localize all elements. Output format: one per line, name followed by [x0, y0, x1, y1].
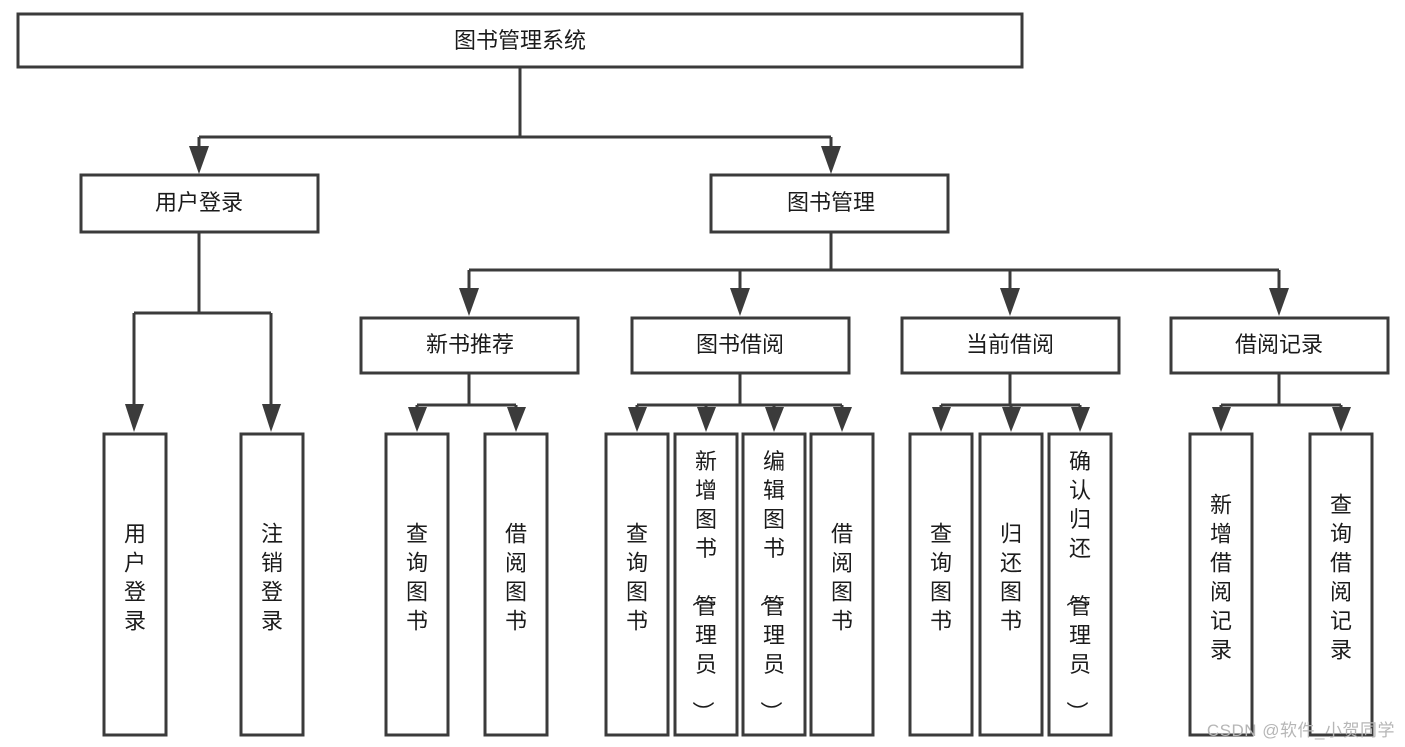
node-leaf-add-record[interactable]: 新增借阅记录 [1188, 432, 1254, 737]
node-leaf-query-record-label: 查询借阅记录 [1330, 493, 1352, 663]
arrowhead-leaf-user-login [125, 404, 144, 432]
arrowhead-leaf-add-book [697, 407, 716, 432]
node-book-borrow-label: 图书借阅 [696, 332, 784, 357]
node-book-borrow[interactable]: 图书借阅 [630, 316, 851, 375]
node-leaf-borrow-book-1-label: 借阅图书 [505, 522, 527, 634]
arrowhead-leaf-borrow-book-1 [507, 407, 526, 432]
node-root-label: 图书管理系统 [454, 28, 586, 53]
node-leaf-borrow-book-2-label: 借阅图书 [831, 522, 853, 634]
node-borrow-record-box[interactable] [1169, 316, 1390, 375]
arrowhead-leaf-logout [262, 404, 281, 432]
node-leaf-confirm-return-label: 确认归还（管理员） [1064, 449, 1091, 723]
node-leaf-confirm-return[interactable]: 确认归还（管理员） [1047, 432, 1113, 737]
arrowhead-leaf-query-book-3 [932, 407, 951, 432]
node-leaf-query-record[interactable]: 查询借阅记录 [1308, 432, 1374, 737]
node-root-box[interactable] [16, 12, 1024, 69]
node-book-manage[interactable]: 图书管理 [709, 173, 950, 234]
node-book-manage-box[interactable] [709, 173, 950, 234]
arrowhead-book-borrow [730, 288, 750, 316]
node-leaf-add-record-box[interactable] [1188, 432, 1254, 737]
node-leaf-borrow-book-2-box[interactable] [809, 432, 875, 737]
node-leaf-query-book-1[interactable]: 查询图书 [384, 432, 450, 737]
node-current-borrow-box[interactable] [900, 316, 1121, 375]
node-user-login-box[interactable] [79, 173, 320, 234]
node-leaf-add-book[interactable]: 新增图书（管理员） [673, 432, 739, 737]
node-leaf-query-book-1-box[interactable] [384, 432, 450, 737]
arrowhead-borrow-record [1269, 288, 1289, 316]
node-root[interactable]: 图书管理系统 [16, 12, 1024, 69]
node-new-book-rec-label: 新书推荐 [426, 332, 514, 357]
node-leaf-confirm-return-box[interactable] [1047, 432, 1113, 737]
node-leaf-edit-book-label: 编辑图书（管理员） [758, 449, 785, 723]
node-leaf-query-book-1-label: 查询图书 [406, 522, 428, 634]
arrowhead-leaf-query-book-1 [408, 407, 427, 432]
node-user-login-label: 用户登录 [155, 190, 243, 215]
arrowhead-leaf-borrow-book-2 [833, 407, 852, 432]
node-borrow-record-label: 借阅记录 [1235, 332, 1323, 357]
node-leaf-add-record-label: 新增借阅记录 [1210, 493, 1232, 663]
node-leaf-user-login-box[interactable] [102, 432, 168, 737]
node-leaf-query-book-3-box[interactable] [908, 432, 974, 737]
arrowhead-leaf-add-record [1212, 407, 1231, 432]
node-leaf-borrow-book-1[interactable]: 借阅图书 [483, 432, 549, 737]
node-leaf-query-book-2-label: 查询图书 [626, 522, 648, 634]
arrowhead-user-login [189, 146, 209, 174]
node-leaf-query-book-3-label: 查询图书 [930, 522, 952, 634]
node-leaf-edit-book[interactable]: 编辑图书（管理员） [741, 432, 807, 737]
node-leaf-borrow-book-2[interactable]: 借阅图书 [809, 432, 875, 737]
node-leaf-query-book-2-box[interactable] [604, 432, 670, 737]
node-book-borrow-box[interactable] [630, 316, 851, 375]
node-leaf-borrow-book-1-box[interactable] [483, 432, 549, 737]
arrowhead-leaf-query-record [1332, 407, 1351, 432]
node-leaf-add-book-box[interactable] [673, 432, 739, 737]
node-leaf-query-book-3[interactable]: 查询图书 [908, 432, 974, 737]
node-new-book-rec[interactable]: 新书推荐 [359, 316, 580, 375]
node-borrow-record[interactable]: 借阅记录 [1169, 316, 1390, 375]
node-leaf-return-book[interactable]: 归还图书 [978, 432, 1044, 737]
node-leaf-user-login[interactable]: 用户登录 [102, 432, 168, 737]
node-leaf-logout-label: 注销登录 [261, 522, 283, 634]
node-leaf-return-book-label: 归还图书 [1000, 522, 1022, 634]
node-leaf-edit-book-box[interactable] [741, 432, 807, 737]
arrowhead-leaf-confirm-return [1071, 407, 1090, 432]
node-new-book-rec-box[interactable] [359, 316, 580, 375]
node-book-manage-label: 图书管理 [787, 190, 875, 215]
arrowhead-new-book-rec [459, 288, 479, 316]
arrowhead-leaf-return-book [1002, 407, 1021, 432]
node-leaf-add-book-label: 新增图书（管理员） [690, 449, 717, 723]
arrowhead-leaf-query-book-2 [628, 407, 647, 432]
node-leaf-query-record-box[interactable] [1308, 432, 1374, 737]
arrowhead-current-borrow [1000, 288, 1020, 316]
node-current-borrow[interactable]: 当前借阅 [900, 316, 1121, 375]
connector-layer [125, 67, 1351, 432]
node-leaf-user-login-label: 用户登录 [124, 522, 146, 634]
node-current-borrow-label: 当前借阅 [966, 332, 1054, 357]
arrowhead-leaf-edit-book [765, 407, 784, 432]
node-leaf-logout-box[interactable] [239, 432, 305, 737]
arrowhead-book-manage [821, 146, 841, 174]
node-leaf-return-book-box[interactable] [978, 432, 1044, 737]
node-user-login[interactable]: 用户登录 [79, 173, 320, 234]
node-leaf-logout[interactable]: 注销登录 [239, 432, 305, 737]
node-leaf-query-book-2[interactable]: 查询图书 [604, 432, 670, 737]
